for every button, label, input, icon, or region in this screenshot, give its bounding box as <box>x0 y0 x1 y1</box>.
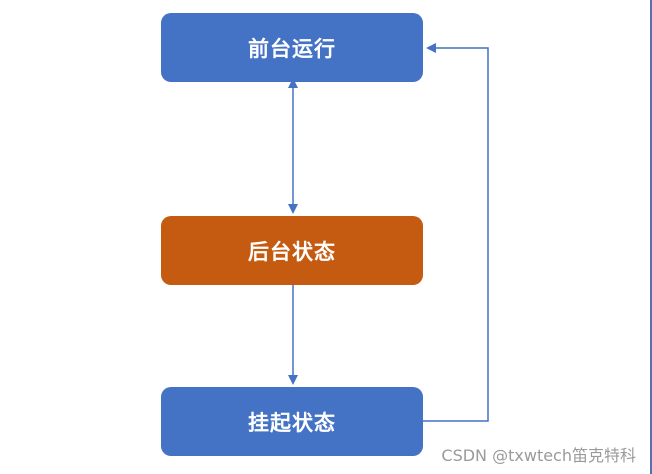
node-foreground: 前台运行 <box>161 13 423 82</box>
node-background: 后台状态 <box>161 216 423 285</box>
node-suspended-label: 挂起状态 <box>248 410 336 435</box>
right-border-line <box>650 0 652 474</box>
edge-suspended-foreground <box>423 43 489 422</box>
node-suspended: 挂起状态 <box>161 387 423 456</box>
node-foreground-label: 前台运行 <box>248 36 336 61</box>
watermark: CSDN @txwtech笛克特科 <box>441 446 636 465</box>
node-background-label: 后台状态 <box>248 239 336 264</box>
